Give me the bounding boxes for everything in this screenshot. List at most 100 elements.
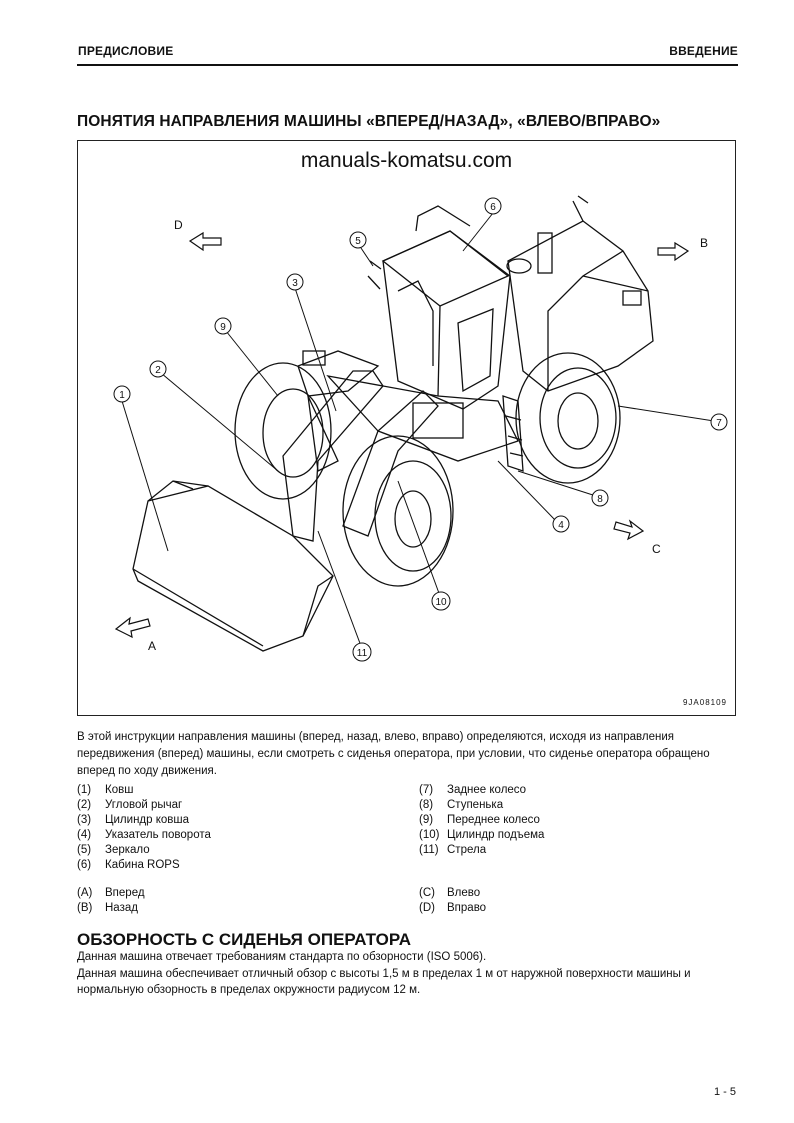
list-item: (9) Переднее колесо xyxy=(419,813,544,828)
list-item: (4) Указатель поворота xyxy=(77,828,211,843)
list-item: (8)Ступенька xyxy=(419,798,544,813)
callout-label-3: 3 xyxy=(292,278,298,289)
page-number: 1 - 5 xyxy=(713,1086,736,1098)
callout-8 xyxy=(591,489,609,507)
item-label: Кабина ROPS xyxy=(105,859,180,871)
list-item: (D) Вправо xyxy=(419,901,486,916)
item-number: (8) xyxy=(419,799,434,811)
item-label: Вправо xyxy=(447,902,487,914)
figure-code: 9JA08109 xyxy=(682,698,727,707)
intro-text: В этой инструкции направления машины (вп… xyxy=(77,731,710,777)
item-label: Указатель поворота xyxy=(105,829,211,841)
item-label: Влево xyxy=(447,887,481,899)
callout-4 xyxy=(552,515,570,533)
list-item: (1) Ковш xyxy=(77,783,211,798)
arrow-c xyxy=(613,519,645,541)
direction-label-a: A xyxy=(148,639,156,653)
rops-cab xyxy=(382,230,511,410)
item-number: (10) xyxy=(419,829,440,841)
item-number: (2) xyxy=(77,799,92,811)
callout-11 xyxy=(352,642,372,662)
arrow-a xyxy=(114,616,151,639)
item-number: (D) xyxy=(419,902,435,914)
callout-label-6: 6 xyxy=(490,202,496,213)
item-label: Цилиндр ковша xyxy=(105,814,190,826)
intro-paragraph: В этой инструкции направления машины (вп… xyxy=(77,729,739,780)
front-wheel-left xyxy=(234,362,332,500)
callout-markers xyxy=(113,197,728,662)
engine-hood xyxy=(507,220,654,392)
directions-list-left: (A) Вперед (B) Назад xyxy=(77,886,145,916)
list-item: (B) Назад xyxy=(77,901,145,916)
arrow-d xyxy=(188,231,222,252)
header-section-name: ПРЕДИСЛОВИЕ xyxy=(78,44,174,58)
parts-list-right: (7) Заднее колесо (8)Ступенька (9) Передне… xyxy=(419,783,544,858)
item-number: (4) xyxy=(77,829,92,841)
callout-10 xyxy=(431,591,451,611)
callout-label-5: 5 xyxy=(355,236,361,247)
steps xyxy=(502,395,524,472)
watermark: manuals-komatsu.com xyxy=(300,149,513,172)
direction-label-b: B xyxy=(700,236,708,250)
list-item: (A) Вперед xyxy=(77,886,145,901)
item-label: Переднее колесо xyxy=(447,814,540,826)
rear-wheel-outer xyxy=(515,352,621,484)
list-item: (3) Цилиндр ковша xyxy=(77,813,211,828)
callout-label-7: 7 xyxy=(716,418,722,429)
callout-label-1: 1 xyxy=(119,390,125,401)
item-number: (9) xyxy=(419,814,434,826)
visibility-paragraph: Данная машина отвечает требованиям станд… xyxy=(77,949,739,999)
list-item: (11) Стрела xyxy=(419,843,544,858)
callout-label-9: 9 xyxy=(220,322,226,333)
item-number: (5) xyxy=(77,844,92,856)
item-number: (3) xyxy=(77,814,92,826)
item-label: Заднее колесо xyxy=(447,784,527,796)
parts-list-left: (1) Ковш (2)Угловой рычаг (3) Цилиндр ковш… xyxy=(77,783,211,873)
item-number: (7) xyxy=(419,784,434,796)
item-label: Зеркало xyxy=(105,844,150,856)
directions-list-right: (C) Влево (D) Вправо xyxy=(419,886,486,916)
visibility-line-2: Данная машина обеспечивает отличный обзо… xyxy=(77,967,691,997)
callout-label-11: 11 xyxy=(357,648,368,659)
header-chapter-name: ВВЕДЕНИЕ xyxy=(669,44,738,58)
item-number: (11) xyxy=(419,844,439,856)
section2-title: ОБЗОРНОСТЬ С СИДЕНЬЯ ОПЕРАТОРА xyxy=(77,930,411,949)
list-item: (2)Угловой рычаг xyxy=(77,798,211,813)
boom xyxy=(282,370,384,542)
callout-2 xyxy=(149,360,167,378)
callout-label-8: 8 xyxy=(597,494,603,505)
list-item: (C) Влево xyxy=(419,886,486,901)
wheel-loader-illustration: 1 2 3 4 5 6 7 8 9 10 11 A B C D xyxy=(113,195,728,662)
machine-direction-figure: 1 2 3 4 5 6 7 8 9 10 11 A B C D manuals-… xyxy=(77,140,736,716)
arrow-b xyxy=(657,241,690,262)
callout-9 xyxy=(214,317,232,335)
item-label: Назад xyxy=(105,902,138,914)
item-label: Стрела xyxy=(447,844,487,856)
direction-label-c: C xyxy=(652,542,661,556)
item-number: (6) xyxy=(77,859,92,871)
direction-label-d: D xyxy=(174,218,183,232)
header-rule xyxy=(77,64,738,66)
callout-1 xyxy=(113,385,131,403)
bell-crank xyxy=(297,350,380,397)
callout-label-2: 2 xyxy=(155,365,161,376)
callout-7 xyxy=(710,413,728,431)
item-label: Вперед xyxy=(105,887,145,899)
callout-6 xyxy=(484,197,502,215)
item-label: Ковш xyxy=(105,784,134,796)
list-item: (6) Кабина ROPS xyxy=(77,858,211,873)
item-number: (1) xyxy=(77,784,92,796)
callout-label-4: 4 xyxy=(558,520,564,531)
callout-label-10: 10 xyxy=(435,597,447,608)
list-item: (7) Заднее колесо xyxy=(419,783,544,798)
callout-3 xyxy=(286,273,304,291)
item-number: (C) xyxy=(419,887,435,899)
item-number: (A) xyxy=(77,887,93,899)
front-wheel-right xyxy=(342,435,454,587)
item-number: (B) xyxy=(77,902,93,914)
exhaust-stack xyxy=(537,232,553,274)
list-item: (5) Зеркало xyxy=(77,843,211,858)
section-title: ПОНЯТИЯ НАПРАВЛЕНИЯ МАШИНЫ «ВПЕРЕД/НАЗАД… xyxy=(77,113,661,130)
visibility-line-1: Данная машина отвечает требованиям станд… xyxy=(77,951,487,963)
item-label: Цилиндр подъема xyxy=(447,829,545,841)
